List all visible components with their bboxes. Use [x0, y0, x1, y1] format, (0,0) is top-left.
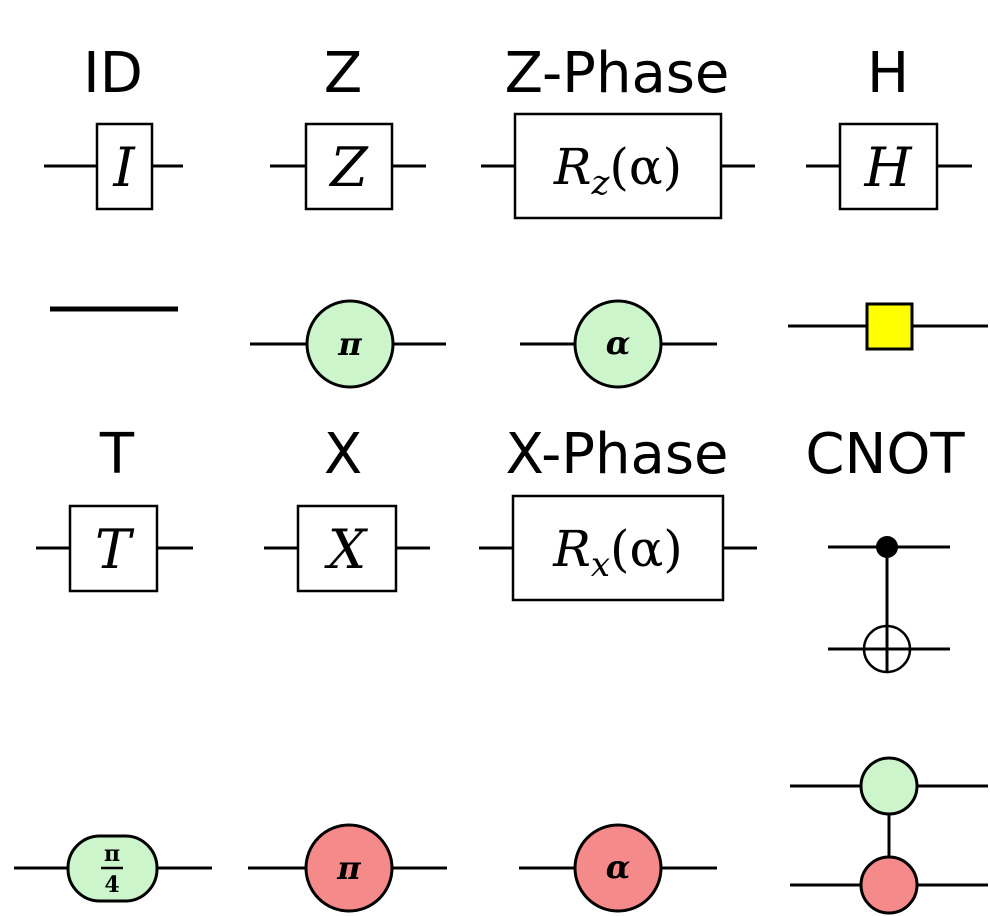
- zx-x-spider: π: [248, 823, 447, 913]
- gate-rz-label: Rz(α): [553, 138, 682, 203]
- heading-x-phase: X-Phase: [506, 422, 729, 487]
- cnot-control-dot: [876, 536, 898, 558]
- heading-z: Z: [324, 41, 362, 106]
- zx-cnot: [790, 756, 988, 915]
- zx-cnot-target-spider: [859, 855, 919, 915]
- zx-x-spider-label: π: [336, 849, 361, 887]
- gate-rx: Rx(α): [479, 494, 757, 602]
- zx-z-spider: π: [250, 299, 446, 389]
- zx-t-spider-denominator: 4: [104, 872, 119, 898]
- heading-h: H: [867, 41, 909, 106]
- zx-hadamard-box: [788, 302, 988, 351]
- zx-cnot-control-spider: [859, 756, 919, 816]
- gate-h-label: H: [863, 136, 912, 199]
- gate-id-label: I: [112, 136, 136, 199]
- cnot-target-circle: [862, 624, 912, 674]
- zx-z-spider-label: π: [337, 325, 362, 363]
- gate-z-label: Z: [328, 136, 369, 199]
- heading-z-phase: Z-Phase: [505, 41, 730, 106]
- gate-id: I: [44, 122, 183, 211]
- gate-cnot: [828, 536, 950, 674]
- gate-x-label: X: [324, 518, 369, 581]
- gate-x: X: [264, 504, 430, 593]
- gate-t: T: [36, 504, 193, 593]
- zx-t-spider: π 4: [14, 834, 212, 903]
- zx-t-spider-numerator: π: [104, 841, 120, 867]
- gate-h: H: [806, 122, 972, 211]
- heading-x: X: [324, 422, 362, 487]
- zx-x-phase-spider: α: [519, 823, 717, 913]
- heading-t: T: [99, 422, 135, 487]
- heading-id: ID: [83, 41, 143, 106]
- gate-rx-label: Rx(α): [552, 520, 683, 585]
- gate-z: Z: [270, 122, 426, 211]
- gate-t-label: T: [95, 518, 135, 581]
- gate-rz: Rz(α): [481, 112, 755, 220]
- zx-x-phase-spider-label: α: [606, 848, 631, 886]
- heading-cnot: CNOT: [805, 422, 965, 487]
- zx-z-phase-spider-label: α: [606, 324, 631, 362]
- zx-z-phase-spider: α: [520, 299, 717, 389]
